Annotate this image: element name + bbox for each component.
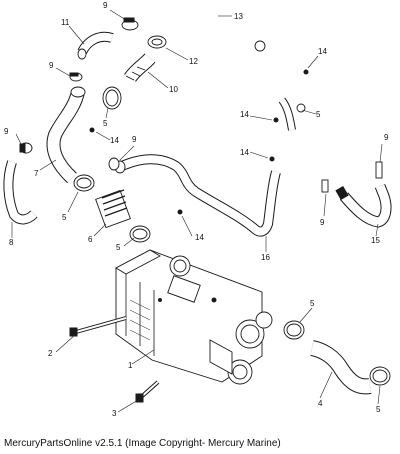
hose-11 — [77, 31, 114, 60]
callout-9-far-right: 9 — [384, 133, 389, 142]
hose-7 — [46, 86, 86, 184]
callout-13: 13 — [234, 12, 243, 21]
callout-5-near-cooler: 5 — [310, 299, 315, 308]
callout-14-left: 14 — [110, 136, 119, 145]
fitting-9-right — [321, 161, 383, 193]
exploded-parts-diagram: 9 11 13 12 10 9 5 14 9 9 7 8 5 6 5 14 16… — [3, 1, 392, 418]
callout-12: 12 — [189, 57, 198, 66]
callout-14-right: 14 — [240, 148, 249, 157]
clamp-5-upper — [102, 86, 122, 110]
callout-8: 8 — [9, 238, 14, 247]
callout-2: 2 — [48, 349, 53, 358]
callout-11: 11 — [61, 18, 70, 27]
bolt-14c — [273, 117, 279, 123]
hose-10 — [124, 53, 156, 83]
callout-9-right: 9 — [320, 218, 325, 227]
callout-labels: 9 11 13 12 10 9 5 14 9 9 7 8 5 6 5 14 16… — [4, 1, 389, 418]
bolt-14a — [89, 127, 95, 133]
callout-7: 7 — [34, 169, 39, 178]
bolt-14e — [177, 209, 183, 215]
bolt-3 — [135, 380, 160, 403]
clamp-5-lower — [129, 225, 151, 243]
cooler-body-1 — [115, 249, 273, 385]
callout-5-bottom-right: 5 — [376, 405, 381, 414]
bolt-14b — [303, 69, 309, 75]
clamp-12 — [147, 35, 167, 49]
callout-5-right-top: 5 — [316, 110, 321, 119]
hose-6 — [95, 189, 131, 229]
callout-5-lower: 5 — [116, 243, 121, 252]
clamp-9-left — [19, 142, 33, 154]
callout-14-center: 14 — [195, 233, 204, 242]
clamp-9-mid — [69, 72, 83, 82]
clamp-5-lower-right — [369, 366, 391, 386]
callout-4: 4 — [318, 399, 323, 408]
callout-9-center: 9 — [132, 135, 137, 144]
clamp-5-right — [283, 320, 305, 340]
callout-9-left: 9 — [4, 127, 9, 136]
leader-lines — [11, 9, 383, 413]
hose-4 — [310, 340, 372, 395]
callout-6: 6 — [88, 235, 93, 244]
callout-5-upper: 5 — [103, 119, 108, 128]
callout-1: 1 — [128, 361, 133, 370]
callout-10: 10 — [169, 85, 178, 94]
clamp-9-center — [108, 157, 120, 171]
bolt-14d — [269, 156, 275, 162]
hose-15 — [335, 183, 392, 228]
callout-3: 3 — [112, 409, 117, 418]
callout-16: 16 — [261, 253, 270, 262]
callout-14-top-right: 14 — [318, 47, 327, 56]
callout-14-mid: 14 — [240, 110, 249, 119]
clamp-5-left — [73, 174, 95, 192]
callout-5-left: 5 — [62, 213, 67, 222]
hose-16 — [114, 154, 281, 237]
hose-8 — [3, 160, 38, 225]
callout-9-top: 9 — [103, 1, 108, 10]
callout-15: 15 — [371, 236, 380, 245]
clamp-9-top — [121, 17, 139, 31]
callout-9-mid: 9 — [49, 61, 54, 70]
image-copyright-caption: MercuryPartsOnline v2.5.1 (Image Copyrig… — [4, 438, 281, 449]
hose-13 — [156, 7, 306, 131]
